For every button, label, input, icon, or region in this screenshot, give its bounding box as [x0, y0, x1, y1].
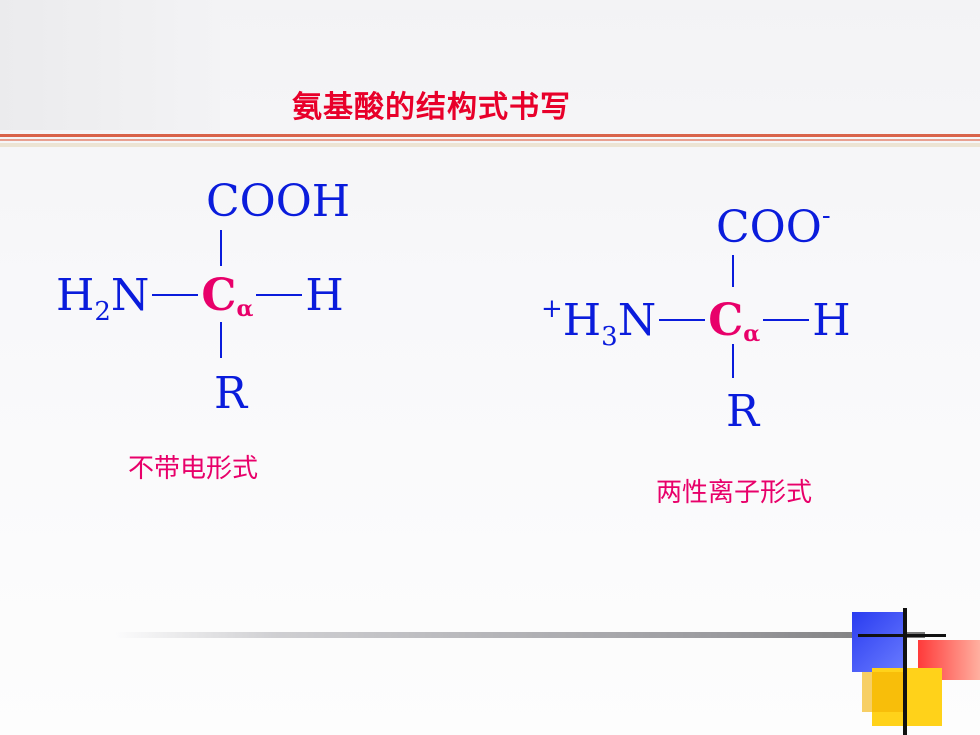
- zwitterion-left-charge: +: [541, 294, 563, 324]
- title-rule-secondary: [0, 139, 980, 141]
- zwitterion-top-charge: -: [821, 201, 831, 231]
- zwitterion-carbon-symbol: C: [708, 295, 744, 346]
- uncharged-caption: 不带电形式: [128, 454, 259, 484]
- uncharged-top-bond: [220, 230, 222, 266]
- zwitterion-left-n: N: [617, 295, 657, 346]
- deco-vertical-line: [903, 608, 907, 735]
- uncharged-carbon-symbol: C: [201, 270, 237, 321]
- footer-line: [115, 632, 925, 638]
- uncharged-left-bond: [152, 294, 199, 296]
- zwitterion-left-bond: [659, 319, 706, 321]
- deco-horizontal-line: [858, 634, 946, 637]
- uncharged-left-sub: 2: [94, 297, 111, 327]
- zwitterion-top-bond: [732, 255, 734, 287]
- zwitterion-coo: COO: [716, 202, 822, 253]
- uncharged-alpha-carbon: Cα: [201, 270, 253, 321]
- zwitterion-bottom-bond: [732, 344, 734, 378]
- zwitterion-right-h: H: [812, 295, 851, 346]
- yellow-square-shade: [862, 672, 904, 712]
- slide-title: 氨基酸的结构式书写: [292, 90, 571, 125]
- title-rule-tertiary: [0, 143, 980, 147]
- uncharged-alpha-label: α: [236, 296, 254, 322]
- uncharged-left-n: N: [110, 270, 150, 321]
- zwitterion-alpha-carbon: Cα: [708, 295, 760, 346]
- uncharged-right-bond: [256, 294, 303, 296]
- uncharged-bottom-group: R: [214, 368, 248, 419]
- uncharged-top-group: COOH: [206, 176, 351, 227]
- uncharged-left-h: H: [56, 270, 95, 321]
- zwitterion-top-group: COO-: [716, 203, 831, 250]
- zwitterion-caption: 两性离子形式: [656, 478, 813, 508]
- zwitterion-left-h: H: [562, 295, 602, 346]
- uncharged-bottom-bond: [220, 322, 222, 358]
- uncharged-right-h: H: [305, 270, 344, 321]
- zwitterion-bottom-group: R: [726, 386, 760, 437]
- zwitterion-right-bond: [763, 319, 810, 321]
- corner-shade: [0, 0, 220, 130]
- title-rule: [0, 134, 980, 137]
- zwitterion-alpha-label: α: [743, 321, 761, 347]
- zwitterion-left-sub: 3: [601, 322, 618, 352]
- blue-square: [852, 612, 906, 672]
